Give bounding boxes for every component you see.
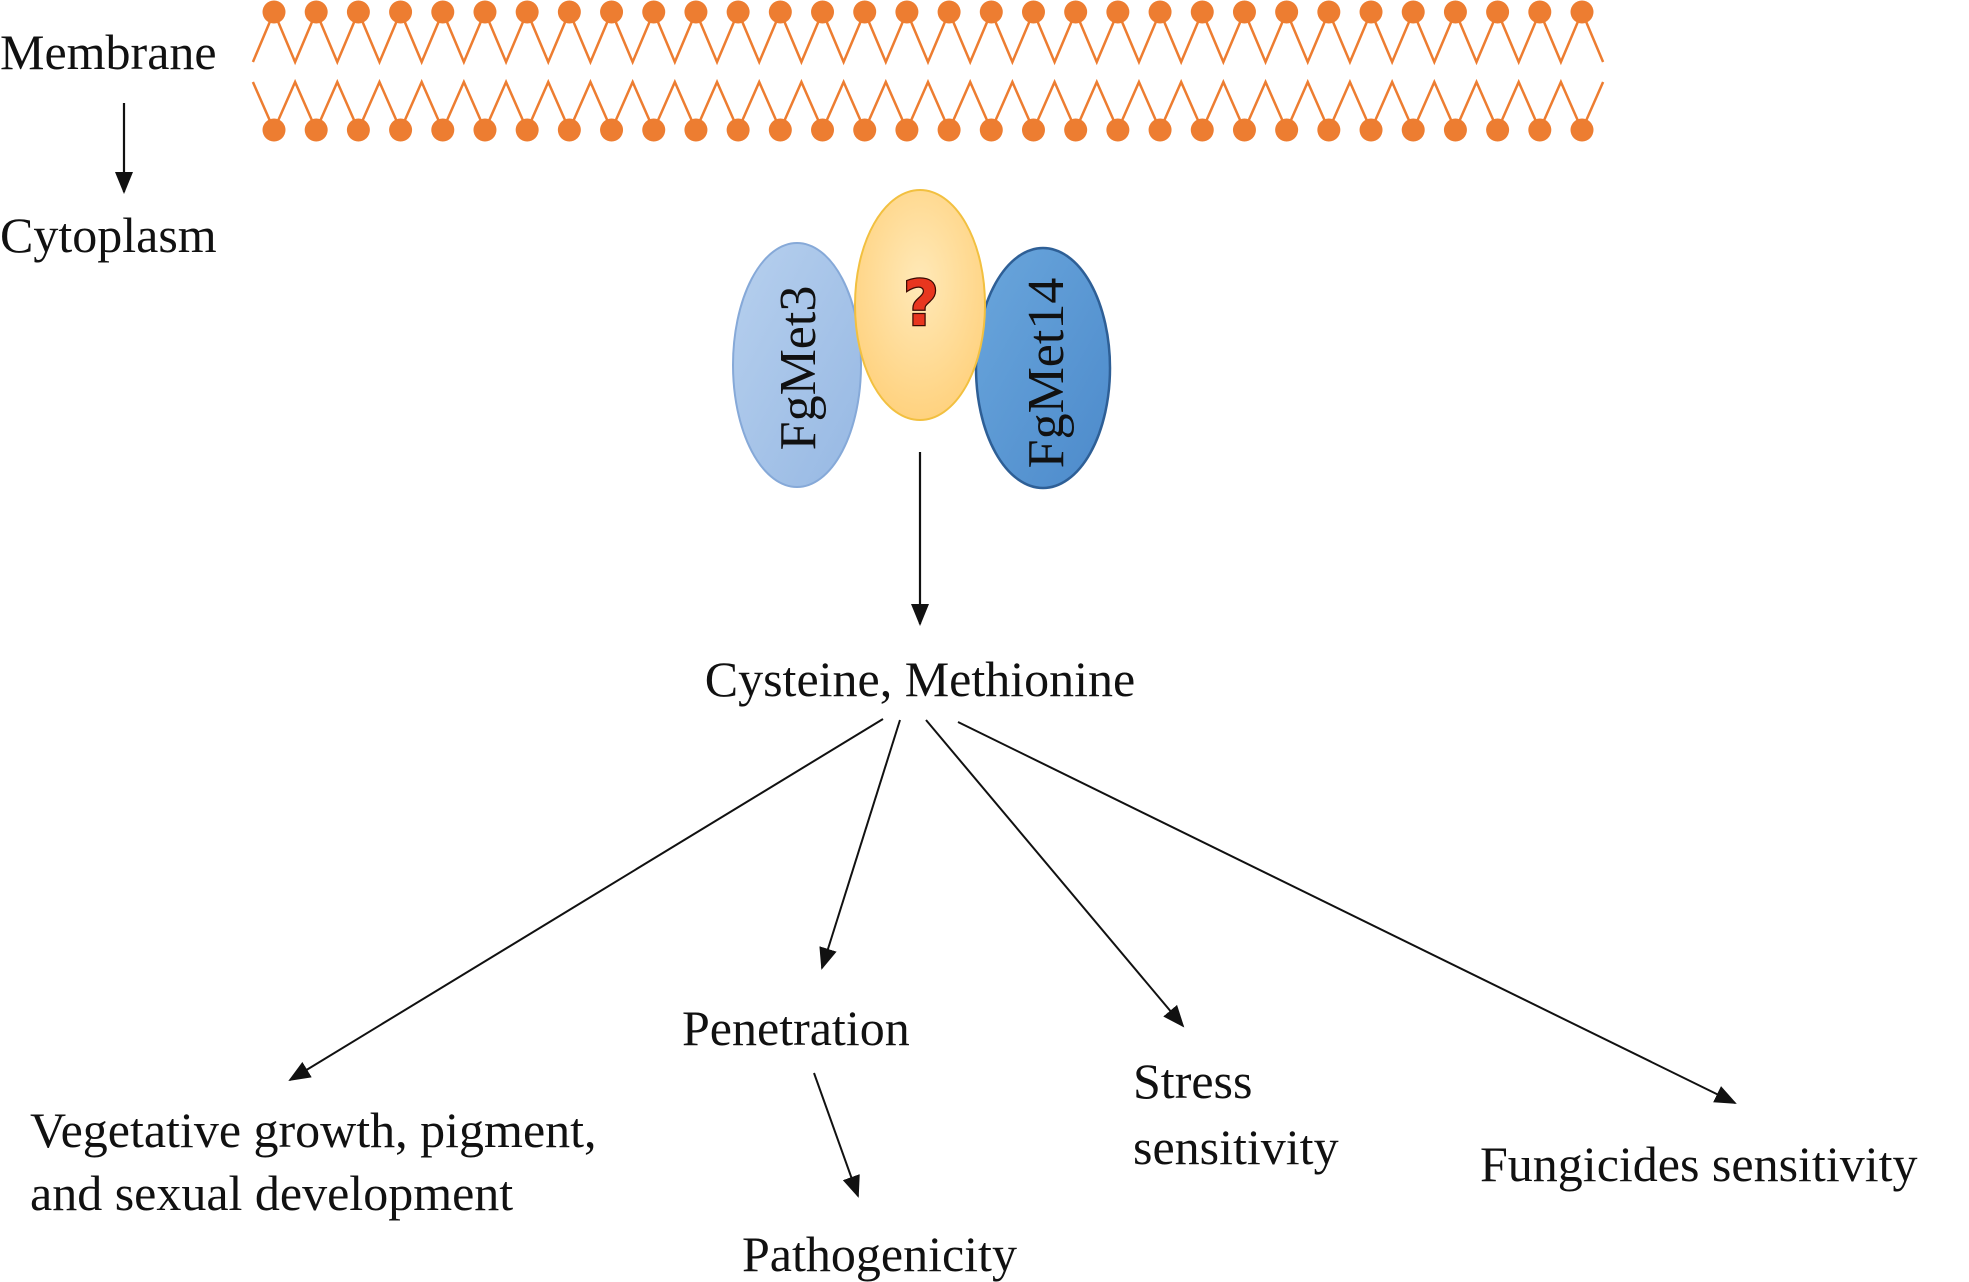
lipid-head bbox=[853, 118, 877, 142]
fgmet3-protein bbox=[732, 242, 862, 488]
lipid-head bbox=[1570, 118, 1594, 142]
lipid-head bbox=[262, 118, 286, 142]
cytoplasm-label: Cytoplasm bbox=[0, 207, 217, 263]
lipid-head bbox=[937, 118, 961, 142]
lipid-head bbox=[1021, 118, 1045, 142]
lipid-head bbox=[684, 118, 708, 142]
lipid-head bbox=[1317, 118, 1341, 142]
lipid-head bbox=[262, 0, 286, 24]
lipid-head bbox=[1317, 0, 1341, 24]
question-mark-icon: ? bbox=[903, 267, 939, 340]
penetration-label: Penetration bbox=[682, 1000, 910, 1056]
fgmet14-label: FgMet14 bbox=[1018, 278, 1075, 469]
lipid-head bbox=[1570, 0, 1594, 24]
lipid-head bbox=[515, 118, 539, 142]
lipid-head bbox=[1275, 118, 1299, 142]
lipid-head bbox=[1528, 118, 1552, 142]
lipid-head bbox=[431, 0, 455, 24]
lipid-head bbox=[1275, 0, 1299, 24]
lipid-head bbox=[768, 0, 792, 24]
lipid-head bbox=[389, 118, 413, 142]
lipid-bilayer-membrane bbox=[251, 0, 1605, 142]
lipid-head bbox=[1106, 0, 1130, 24]
lipid-head bbox=[1021, 0, 1045, 24]
lipid-head bbox=[473, 0, 497, 24]
lipid-head bbox=[1359, 118, 1383, 142]
pathogenicity-label: Pathogenicity bbox=[742, 1226, 1017, 1282]
fungicides-sensitivity-label: Fungicides sensitivity bbox=[1480, 1136, 1918, 1192]
lipid-head bbox=[600, 0, 624, 24]
lipid-tails bbox=[251, 8, 1605, 66]
lipid-head bbox=[1359, 0, 1383, 24]
fgmet14-protein bbox=[974, 246, 1112, 490]
lipid-head bbox=[979, 118, 1003, 142]
lipid-head bbox=[684, 0, 708, 24]
lipid-tails bbox=[251, 78, 1605, 134]
lipid-head bbox=[346, 118, 370, 142]
lipid-head bbox=[1148, 0, 1172, 24]
lipid-head bbox=[1443, 0, 1467, 24]
lipid-head bbox=[1232, 0, 1256, 24]
lipid-head bbox=[1486, 118, 1510, 142]
lipid-head bbox=[304, 0, 328, 24]
lipid-head bbox=[726, 0, 750, 24]
stress-label-line2: sensitivity bbox=[1133, 1119, 1339, 1175]
protein-complex: FgMet3 FgMet14 ? bbox=[732, 189, 1112, 490]
lipid-head bbox=[811, 118, 835, 142]
arrow-to-stress-sensitivity bbox=[925, 719, 1185, 1028]
lipid-head bbox=[642, 0, 666, 24]
lipid-head bbox=[895, 118, 919, 142]
lipid-head bbox=[1064, 0, 1088, 24]
lipid-head bbox=[1401, 0, 1425, 24]
fgmet3-label: FgMet3 bbox=[770, 286, 827, 451]
stress-label-line1: Stress bbox=[1133, 1053, 1252, 1109]
lipid-head bbox=[1064, 118, 1088, 142]
lipid-head bbox=[768, 118, 792, 142]
lipid-head bbox=[979, 0, 1003, 24]
vegetative-label-line1: Vegetative growth, pigment, bbox=[30, 1102, 597, 1158]
lipid-head bbox=[1190, 118, 1214, 142]
penetration-to-pathogenicity-arrow bbox=[813, 1072, 860, 1198]
lipid-head bbox=[1401, 118, 1425, 142]
lipid-head bbox=[853, 0, 877, 24]
lipid-head bbox=[600, 118, 624, 142]
lipid-head bbox=[557, 0, 581, 24]
lipid-head bbox=[895, 0, 919, 24]
membrane-label: Membrane bbox=[0, 24, 217, 80]
lipid-head bbox=[304, 118, 328, 142]
lipid-head bbox=[1106, 118, 1130, 142]
arrow-to-fungicides-sensitivity bbox=[957, 721, 1737, 1104]
lipid-head bbox=[1486, 0, 1510, 24]
lipid-head bbox=[811, 0, 835, 24]
lipid-head bbox=[557, 118, 581, 142]
vegetative-label-line2: and sexual development bbox=[30, 1165, 513, 1221]
lipid-head bbox=[726, 118, 750, 142]
lipid-head bbox=[1148, 118, 1172, 142]
cysteine-methionine-label: Cysteine, Methionine bbox=[705, 651, 1136, 707]
lipid-head bbox=[1528, 0, 1552, 24]
lipid-head bbox=[1443, 118, 1467, 142]
lipid-head bbox=[515, 0, 539, 24]
lipid-head bbox=[431, 118, 455, 142]
lipid-head bbox=[1190, 0, 1214, 24]
lipid-head bbox=[642, 118, 666, 142]
lipid-head bbox=[473, 118, 497, 142]
arrow-to-penetration bbox=[819, 719, 901, 970]
arrow-to-vegetative-growth bbox=[288, 718, 884, 1082]
lipid-head bbox=[937, 0, 961, 24]
unknown-protein bbox=[854, 189, 986, 421]
lipid-head bbox=[1232, 118, 1256, 142]
lipid-head bbox=[346, 0, 370, 24]
lipid-head bbox=[389, 0, 413, 24]
